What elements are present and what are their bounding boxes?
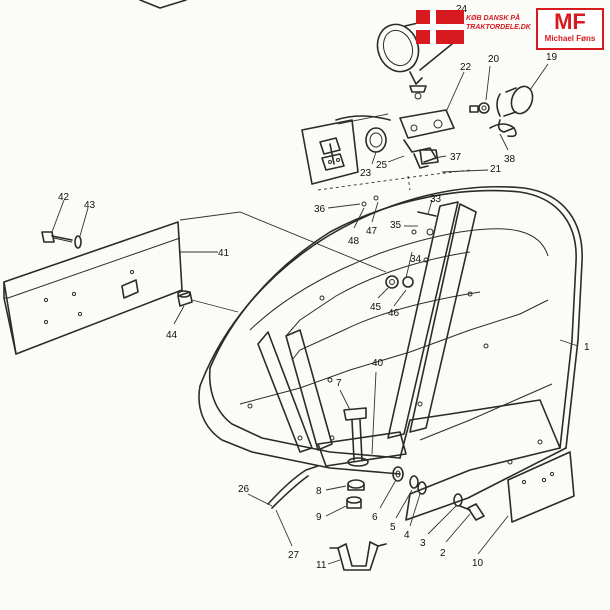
spacer-44	[177, 290, 193, 307]
label-1: 1	[584, 342, 590, 353]
plug-socket-19	[496, 85, 534, 133]
label-5: 5	[390, 522, 396, 533]
plate-10	[507, 451, 575, 523]
danish-flag-icon	[416, 10, 464, 44]
label-33: 33	[430, 194, 442, 205]
label-42: 42	[58, 192, 70, 203]
guide-line-lamp	[407, 175, 411, 191]
bolt-33-35	[411, 211, 437, 236]
guide-line-spacer	[191, 299, 239, 313]
u-clamp-11	[329, 541, 387, 571]
washer-47	[373, 195, 379, 201]
guide-line-inset	[337, 113, 389, 125]
label-34: 34	[410, 254, 422, 265]
label-46: 46	[388, 308, 400, 319]
label-38: 38	[504, 154, 516, 165]
nut-45	[385, 275, 399, 289]
cropped-part-fragment	[139, 0, 187, 9]
label-19: 19	[546, 52, 558, 63]
label-11: 11	[316, 560, 327, 571]
washer-stack	[392, 466, 463, 507]
harness-wire-2	[271, 475, 309, 509]
logo-mark: MF	[554, 9, 586, 34]
label-21: 21	[490, 164, 502, 175]
label-27: 27	[288, 550, 300, 561]
watermark-line2: TRAKTORDELE.DK	[466, 24, 531, 31]
mf-logo[interactable]: MF Michael Føns	[536, 8, 604, 50]
label-43: 43	[84, 200, 96, 211]
logo-name: Michael Føns	[544, 34, 596, 43]
side-panel-41	[3, 221, 183, 355]
callout-labels: 2422201937253823213633424348473541344546…	[58, 4, 590, 571]
guide-line-panel	[179, 211, 387, 273]
label-47: 47	[366, 226, 378, 237]
lens-ring-23	[365, 127, 387, 153]
lamp-cable	[335, 115, 391, 121]
label-37: 37	[450, 152, 462, 163]
label-20: 20	[488, 54, 500, 65]
inset-bracket-box	[301, 119, 359, 185]
label-7: 7	[336, 378, 342, 389]
harness-wire	[267, 465, 319, 505]
bolt-2	[459, 503, 485, 521]
label-6: 6	[372, 512, 378, 523]
clip-38	[489, 123, 517, 138]
mudguard-main	[198, 185, 583, 521]
label-26: 26	[238, 484, 250, 495]
lamp-bracket	[399, 109, 455, 169]
label-44: 44	[166, 330, 178, 341]
label-40: 40	[372, 358, 384, 369]
label-3: 3	[420, 538, 426, 549]
label-23: 23	[360, 168, 372, 179]
label-9: 9	[316, 512, 322, 523]
label-35: 35	[390, 220, 402, 231]
bolt-42	[41, 231, 73, 243]
leader-lines	[51, 63, 579, 565]
watermark-text[interactable]: KØB DANSK PÅ TRAKTORDELE.DK	[466, 14, 531, 32]
label-24: 24	[456, 4, 468, 15]
washer-48	[361, 201, 367, 207]
label-36: 36	[314, 204, 326, 215]
label-8: 8	[316, 486, 322, 497]
label-4: 4	[404, 530, 410, 541]
guide-line-21	[317, 169, 471, 191]
label-45: 45	[370, 302, 382, 313]
bolt-7	[343, 407, 369, 467]
watermark-line1: KØB DANSK PÅ	[466, 15, 521, 22]
label-25: 25	[376, 160, 388, 171]
label-22: 22	[460, 62, 472, 73]
nut-46	[402, 276, 414, 288]
connector-37	[419, 149, 439, 165]
label-2: 2	[440, 548, 446, 559]
nut-9	[346, 496, 362, 509]
nut-8	[347, 479, 365, 491]
washer-43	[74, 235, 82, 249]
label-48: 48	[348, 236, 360, 247]
label-10: 10	[472, 558, 484, 569]
label-41: 41	[218, 248, 230, 259]
nut-20	[469, 102, 490, 114]
